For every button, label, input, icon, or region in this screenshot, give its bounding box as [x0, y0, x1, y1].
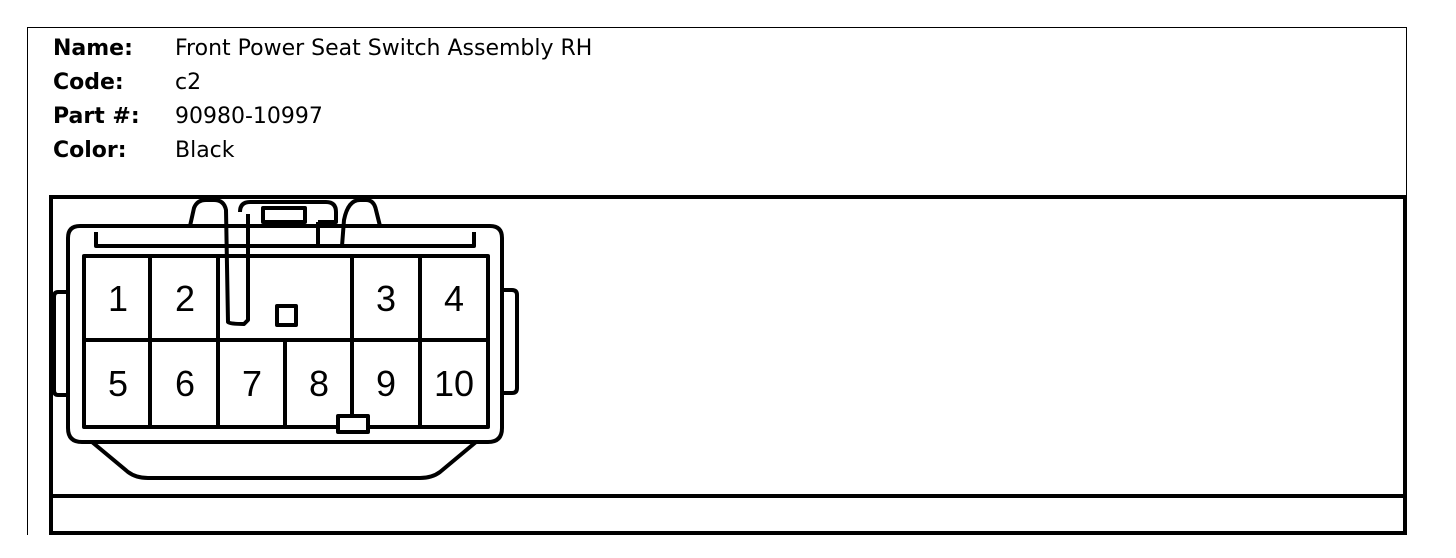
- right-side-latch: [502, 288, 519, 395]
- pin-9-label: 9: [376, 363, 396, 404]
- top-center-lock-bar: [261, 206, 307, 224]
- inner-top-strip: [94, 232, 476, 248]
- connector-skirt: [90, 440, 478, 480]
- bottom-key: [336, 414, 370, 434]
- pin-4-label: 4: [444, 278, 464, 319]
- top-left-lock: [188, 198, 250, 326]
- code-value: c2: [175, 70, 202, 95]
- part-value: 90980-10997: [175, 104, 323, 129]
- color-label: Color:: [53, 138, 127, 163]
- diagram-divider: [49, 494, 1407, 498]
- color-value: Black: [175, 138, 235, 163]
- connector-shell: [66, 224, 504, 444]
- key-square: [275, 304, 298, 327]
- pin-10-label: 10: [434, 363, 474, 404]
- top-center-lock: [238, 200, 338, 224]
- pin-1-label: 1: [108, 278, 128, 319]
- pin-6-label: 6: [175, 363, 195, 404]
- left-side-latch: [52, 290, 68, 397]
- diagram-frame: [49, 195, 1407, 535]
- pin-7-label: 7: [242, 363, 262, 404]
- pin-5-label: 5: [108, 363, 128, 404]
- name-label: Name:: [53, 36, 133, 61]
- pin-2-label: 2: [175, 278, 195, 319]
- pin-8-label: 8: [309, 363, 329, 404]
- code-label: Code:: [53, 70, 124, 95]
- top-right-lock: [316, 198, 382, 248]
- pin-3-label: 3: [376, 278, 396, 319]
- name-value: Front Power Seat Switch Assembly RH: [175, 36, 593, 61]
- part-label: Part #:: [53, 104, 140, 129]
